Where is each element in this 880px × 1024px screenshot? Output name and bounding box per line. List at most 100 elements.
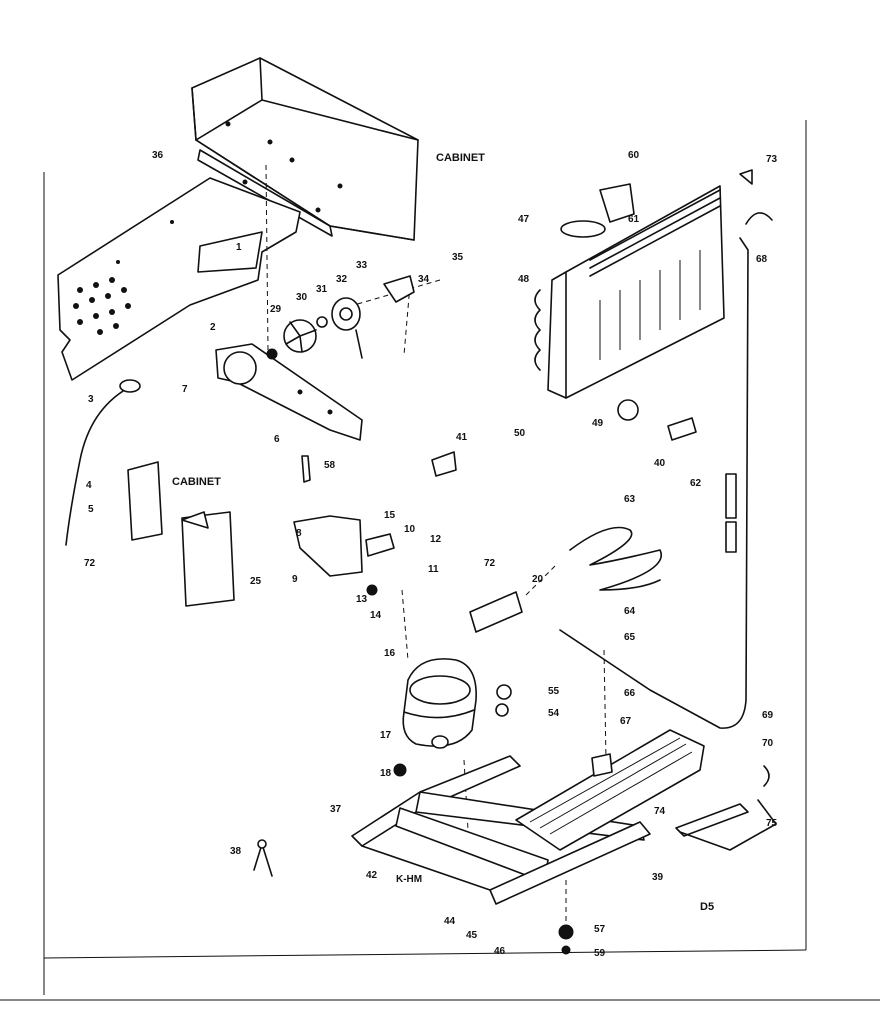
callout: 54 [548,708,560,719]
callout: 60 [628,150,640,161]
callout: 14 [370,610,382,621]
condenser [534,185,725,399]
align-line-3 [329,279,441,313]
tube-62 [725,473,737,519]
callout: 10 [404,524,416,535]
small-bracket [431,451,457,477]
cord-3 [65,387,129,546]
callout: 48 [518,274,530,285]
callout: 65 [624,632,636,643]
motor-mount [383,275,415,303]
fan-hub [316,316,328,328]
callout: 37 [330,804,342,815]
tube-62b [725,521,737,553]
callout: 9 [292,574,298,585]
compressor [402,658,477,749]
clip-70 [763,765,770,787]
clip-73 [739,169,753,185]
callout: 47 [518,214,530,225]
callout: 44 [444,916,456,927]
callout: 25 [250,576,262,587]
callout: 5 [88,504,94,515]
callout: 66 [624,688,636,699]
align-line-1 [265,164,269,351]
callout-group: 1 2 3 4 5 6 7 8 9 10 11 12 13 14 15 16 1… [84,150,778,959]
callout: 55 [548,686,560,697]
callout: 33 [356,260,368,271]
callout: 64 [624,606,636,617]
callout: 58 [324,460,336,471]
callout: 59 [594,948,606,959]
label-code: K-HM [396,874,422,885]
callout: 72 [84,558,96,569]
callout: 20 [532,574,544,585]
callout: 67 [620,716,632,727]
fan-bracket [215,343,363,441]
screw-58 [301,455,311,483]
callout: 11 [428,564,439,575]
callout: 3 [88,394,94,405]
foot-59 [561,945,571,955]
callout: 40 [654,458,666,469]
callout: 72 [484,558,496,569]
frame-bottom-inner-line [43,949,807,959]
callout: 61 [628,214,640,225]
callout: 32 [336,274,348,285]
part-67 [591,753,613,777]
tube-69 [559,237,749,729]
callout: 42 [366,870,378,881]
bracket-20 [469,591,523,633]
callout: 46 [494,946,506,957]
part-10 [365,533,395,557]
align-line-6 [603,649,607,761]
callout: 30 [296,292,308,303]
callout: 39 [652,872,664,883]
callout: 49 [592,418,604,429]
part-74-outline [679,799,777,851]
foot-57 [558,924,574,940]
part-55 [496,684,512,700]
fan-motor [331,297,363,359]
grommet [266,348,278,360]
part-14 [366,584,378,596]
callout: 13 [356,594,368,605]
callout: 36 [152,150,164,161]
plug-3 [119,379,141,393]
callout: 8 [296,528,302,539]
callout: 57 [594,924,606,935]
label-cabinet-top: CABINET [436,152,485,164]
clip-68 [745,212,773,225]
callout: 68 [756,254,768,265]
callout: 12 [430,534,442,545]
callout: 69 [762,710,774,721]
callout: 15 [384,510,396,521]
part-74 [675,803,749,837]
callout: 74 [654,806,666,817]
callout: 31 [316,284,328,295]
cabinet-top-tray [191,57,419,241]
callout: 16 [384,648,396,659]
callout: 62 [690,478,702,489]
callout: 75 [766,818,778,829]
label-cabinet-left: CABINET [172,476,221,488]
align-line-2 [403,284,411,356]
clip-60 [599,183,635,223]
align-line-4 [401,589,409,661]
grommet-18 [393,763,407,777]
align-line-7 [463,759,469,831]
heater-loop [569,526,662,591]
part-54 [495,703,509,717]
align-line-5 [524,565,556,597]
cabinet-bracket [127,461,163,541]
callout: 29 [270,304,282,315]
callout: 17 [380,730,392,741]
callout: 73 [766,154,778,165]
callout: 6 [274,434,280,445]
callout: 18 [380,768,392,779]
callout: 2 [210,322,216,333]
callout: 41 [456,432,468,443]
back-panel [57,177,301,381]
part-38 [253,843,273,877]
callout: 45 [466,930,478,941]
